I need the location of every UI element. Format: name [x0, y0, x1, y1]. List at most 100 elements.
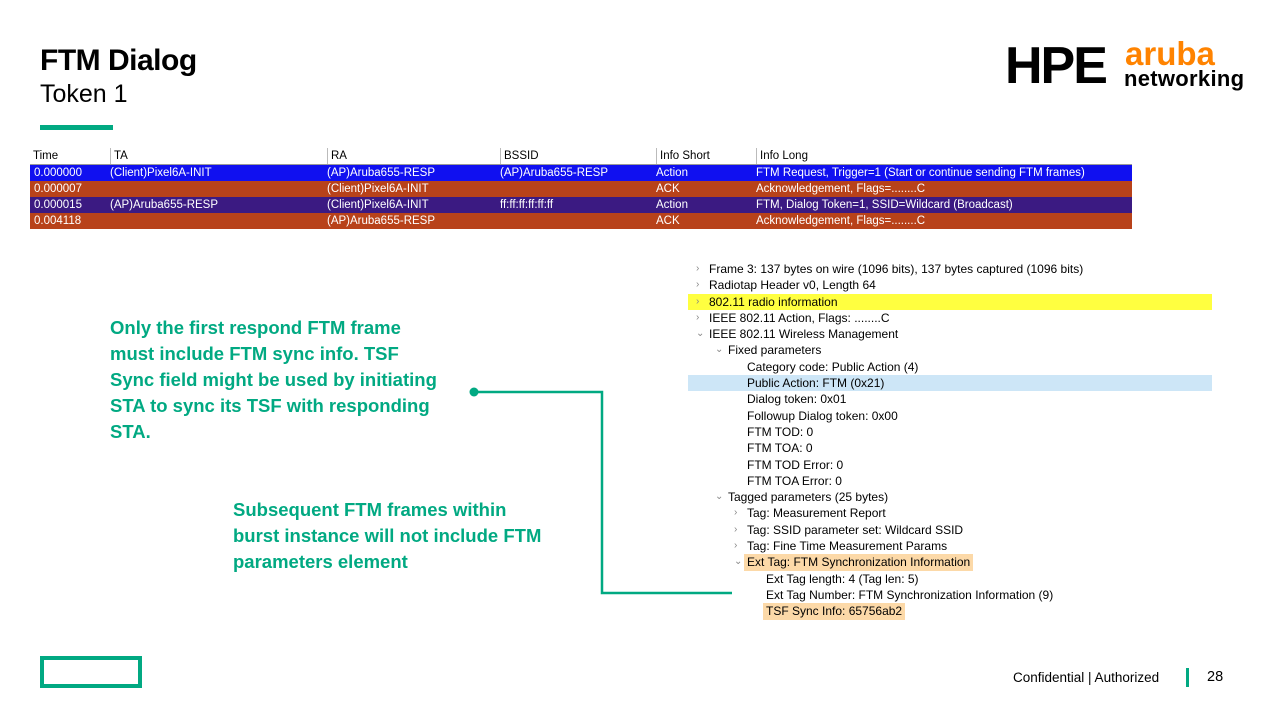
cell-ra: (AP)Aruba655-RESP: [327, 215, 436, 227]
logo-brand: HPE: [1005, 37, 1108, 95]
detail-tree-label: Category code: Public Action (4): [747, 359, 919, 374]
cell-info-long: FTM, Dialog Token=1, SSID=Wildcard (Broa…: [756, 199, 1013, 211]
detail-tree-label: Public Action: FTM (0x21): [747, 376, 885, 391]
chevron-right-icon[interactable]: ›: [734, 523, 738, 535]
chevron-down-icon[interactable]: ⌄: [715, 344, 724, 356]
packet-list-header: Time TA RA BSSID Info Short Info Long: [30, 148, 1132, 165]
chevron-right-icon[interactable]: ›: [696, 263, 700, 274]
detail-tree-label: IEEE 802.11 Action, Flags: ........C: [709, 310, 890, 325]
cell-ra: (Client)Pixel6A-INIT: [327, 183, 429, 195]
detail-tree-label: Followup Dialog token: 0x00: [747, 408, 898, 423]
packet-row[interactable]: 0.000000 (Client)Pixel6A-INIT (AP)Aruba655…: [30, 165, 1132, 181]
footer-separator: [1186, 668, 1189, 687]
detail-tree-label: Ext Tag length: 4 (Tag len: 5): [766, 571, 919, 586]
chevron-down-icon[interactable]: ⌄: [734, 556, 743, 568]
logo-division: networking: [1124, 66, 1245, 91]
detail-tree-item[interactable]: FTM TOA: 0: [688, 440, 1212, 456]
cell-info-long: FTM Request, Trigger=1 (Start or continu…: [756, 167, 1085, 179]
callout-subsequent-frames: Subsequent FTM frames within burst insta…: [233, 499, 542, 572]
chevron-right-icon[interactable]: ›: [734, 540, 738, 552]
detail-tree-item[interactable]: Followup Dialog token: 0x00: [688, 408, 1212, 424]
chevron-right-icon[interactable]: ›: [696, 295, 700, 307]
cell-info-short: ACK: [656, 183, 680, 195]
detail-tree-label: FTM TOA: 0: [747, 441, 813, 456]
logo-product: aruba: [1125, 35, 1215, 72]
detail-tree-item[interactable]: Ext Tag Number: FTM Synchronization Info…: [688, 587, 1212, 603]
packet-row[interactable]: 0.004118 (AP)Aruba655-RESP ACK Acknowledgem…: [30, 213, 1132, 229]
slide-title: FTM Dialog: [40, 44, 197, 77]
column-header-info-long[interactable]: Info Long: [756, 148, 808, 164]
detail-tree-item[interactable]: › Frame 3: 137 bytes on wire (1096 bits),…: [688, 261, 1212, 277]
chevron-right-icon[interactable]: ›: [734, 507, 738, 519]
cell-time: 0.000015: [34, 199, 82, 211]
cell-info-short: Action: [656, 167, 688, 179]
cell-ta: (Client)Pixel6A-INIT: [110, 167, 212, 179]
detail-tree-item[interactable]: ⌄ Fixed parameters: [688, 342, 1212, 358]
column-header-bssid[interactable]: BSSID: [500, 148, 539, 164]
detail-tree-label: Ext Tag: FTM Synchronization Information: [744, 554, 974, 571]
cell-bssid: (AP)Aruba655-RESP: [500, 167, 609, 179]
detail-tree-label: TSF Sync Info: 65756ab2: [763, 603, 906, 620]
cell-ra: (Client)Pixel6A-INIT: [327, 199, 429, 211]
cell-time: 0.000000: [34, 167, 82, 179]
detail-tree-item[interactable]: › Radiotap Header v0, Length 64: [688, 277, 1212, 293]
hpe-aruba-logo: HPE aruba networking: [1005, 35, 1245, 95]
column-header-info-short[interactable]: Info Short: [656, 148, 710, 164]
detail-tree-item[interactable]: › Tag: Measurement Report: [688, 505, 1212, 521]
packet-list: Time TA RA BSSID Info Short Info Long 0.…: [30, 148, 1132, 229]
detail-tree-label: Dialog token: 0x01: [747, 392, 847, 407]
cell-time: 0.004118: [34, 215, 82, 227]
chevron-down-icon[interactable]: ⌄: [715, 491, 724, 503]
footer-classification: Confidential | Authorized: [1013, 670, 1160, 685]
detail-tree-label: Radiotap Header v0, Length 64: [709, 278, 876, 293]
detail-tree-label: IEEE 802.11 Wireless Management: [709, 327, 899, 342]
cell-info-long: Acknowledgement, Flags=........C: [756, 215, 926, 227]
column-header-ta[interactable]: TA: [110, 148, 128, 164]
detail-tree-label: FTM TOD: 0: [747, 424, 814, 439]
detail-tree-item[interactable]: Category code: Public Action (4): [688, 359, 1212, 375]
footer-brand-box: [40, 656, 142, 688]
detail-tree-item[interactable]: › 802.11 radio information: [688, 293, 1212, 310]
detail-tree-item[interactable]: ⌄ IEEE 802.11 Wireless Management: [688, 326, 1212, 342]
cell-info-long: Acknowledgement, Flags=........C: [756, 183, 926, 195]
detail-tree-label: Fixed parameters: [728, 343, 822, 358]
detail-tree-item[interactable]: FTM TOD Error: 0: [688, 457, 1212, 473]
detail-tree-label: 802.11 radio information: [709, 294, 838, 309]
detail-tree-item[interactable]: FTM TOD: 0: [688, 424, 1212, 440]
detail-tree-label: Tag: SSID parameter set: Wildcard SSID: [747, 522, 964, 537]
cell-info-short: Action: [656, 199, 688, 211]
cell-info-short: ACK: [656, 215, 680, 227]
chevron-right-icon[interactable]: ›: [696, 279, 700, 291]
column-header-time[interactable]: Time: [33, 150, 59, 162]
detail-tree-label: Tag: Measurement Report: [747, 506, 886, 521]
detail-tree-item[interactable]: ⌄Ext Tag: FTM Synchronization Informatio…: [688, 554, 1212, 571]
callout-sync-info: Only the first respond FTM frame must in…: [110, 317, 437, 442]
detail-tree-item[interactable]: ›Tag: Fine Time Measurement Params: [688, 538, 1212, 554]
title-accent-bar: [40, 125, 113, 130]
page-number: 28: [1207, 669, 1224, 685]
detail-tree-item[interactable]: › IEEE 802.11 Action, Flags: ........C: [688, 310, 1212, 326]
cell-ra: (AP)Aruba655-RESP: [327, 167, 436, 179]
cell-ta: (AP)Aruba655-RESP: [110, 199, 219, 211]
packet-row[interactable]: 0.000007 (Client)Pixel6A-INIT ACK Acknowled…: [30, 181, 1132, 197]
detail-tree-item[interactable]: Ext Tag length: 4 (Tag len: 5): [688, 571, 1212, 587]
chevron-right-icon[interactable]: ›: [696, 311, 700, 323]
detail-tree-item[interactable]: › Tag: SSID parameter set: Wildcard SSID: [688, 522, 1212, 538]
detail-tree-label: FTM TOD Error: 0: [747, 457, 844, 472]
packet-row[interactable]: 0.000015 (AP)Aruba655-RESP (Client)Pixel6A…: [30, 197, 1132, 213]
detail-tree-item[interactable]: ⌄ Tagged parameters (25 bytes): [688, 489, 1212, 505]
detail-tree-label: Tagged parameters (25 bytes): [728, 490, 889, 505]
detail-tree-item[interactable]: Public Action: FTM (0x21): [688, 375, 1212, 392]
column-header-ra[interactable]: RA: [327, 148, 347, 164]
slide-subtitle: Token 1: [40, 80, 128, 108]
detail-tree-label: Frame 3: 137 bytes on wire (1096 bits), …: [709, 262, 1084, 276]
chevron-down-icon[interactable]: ⌄: [696, 328, 705, 340]
cell-time: 0.000007: [34, 183, 82, 195]
detail-tree-label: Ext Tag Number: FTM Synchronization Info…: [766, 587, 1054, 602]
detail-tree-item[interactable]: Dialog token: 0x01: [688, 391, 1212, 407]
packet-details-tree: › Frame 3: 137 bytes on wire (1096 bits),…: [688, 261, 1212, 620]
detail-tree-item[interactable]: TSF Sync Info: 65756ab2: [688, 603, 1212, 620]
detail-tree-label: FTM TOA Error: 0: [747, 473, 842, 488]
detail-tree-item[interactable]: FTM TOA Error: 0: [688, 473, 1212, 489]
cell-bssid: ff:ff:ff:ff:ff:ff: [500, 199, 554, 211]
